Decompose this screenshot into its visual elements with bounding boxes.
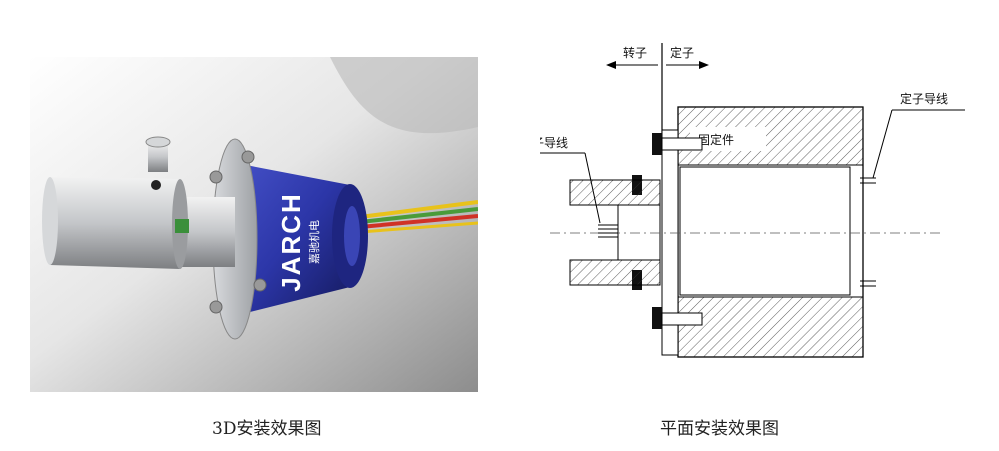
label-stator: 定子 — [670, 45, 694, 60]
installation-drawing: 转子 定子 固定件 定子导线 — [540, 43, 965, 358]
set-screw — [145, 136, 171, 190]
fixed-part: 固定件 — [677, 106, 864, 358]
rotor-wire-callout: 转子导线 — [540, 135, 601, 224]
flange-and-bolts — [632, 129, 703, 356]
label-stator-wire: 定子导线 — [900, 91, 948, 106]
caption-2d: 平面安装效果图 — [660, 419, 779, 439]
caption-3d: 3D安装效果图 — [212, 419, 322, 439]
rotor-shaft — [42, 177, 235, 269]
rotor-stator-indicator: 转子 定子 — [606, 43, 709, 145]
stator-wires: 定子导线 — [860, 91, 965, 287]
wire-bundle — [359, 200, 478, 234]
slip-ring-3d-render: JARCH 嘉驰机电 — [30, 57, 478, 392]
brand-subtext: 嘉驰机电 — [307, 220, 321, 264]
brand-logo-text: JARCH — [276, 192, 306, 292]
slip-ring-housing — [230, 162, 368, 317]
jarch-logo: JARCH 嘉驰机电 — [276, 192, 321, 292]
label-rotor: 转子 — [623, 45, 647, 60]
label-rotor-wire: 转子导线 — [540, 135, 568, 150]
label-fixed-part: 固定件 — [698, 132, 734, 147]
rotor-shaft-section — [550, 179, 940, 286]
